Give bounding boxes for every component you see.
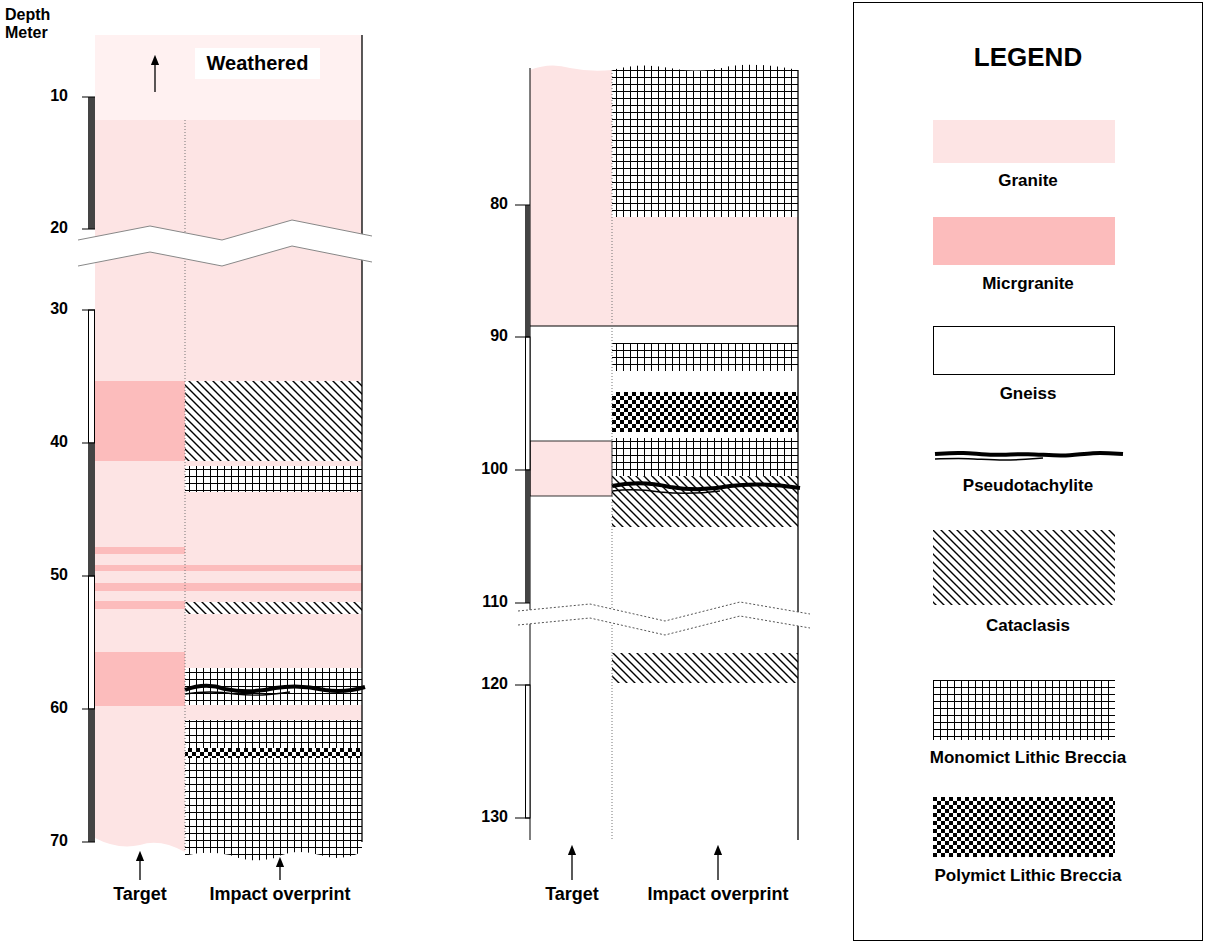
- pseudotachylite-vein: [612, 490, 720, 494]
- legend-sample: [933, 797, 1125, 857]
- depth-tick-label: 60: [10, 699, 68, 717]
- depth-tick-label: 40: [10, 433, 68, 451]
- pseudotachylite-sample: [935, 453, 1123, 456]
- depth-tick-label: 120: [450, 675, 508, 693]
- legend-label: Pseudotachylite: [873, 476, 1183, 496]
- granite-body: [530, 65, 612, 326]
- depth-tick-label: 80: [450, 195, 508, 213]
- up-arrow: [154, 60, 155, 92]
- depth-tick-label: 100: [450, 460, 508, 478]
- pattern-sample: [933, 530, 1115, 605]
- depth-tick-label: 130: [450, 808, 508, 826]
- column-label: Impact overprint: [630, 884, 806, 905]
- scale-bar: [526, 685, 531, 818]
- micrgranite-band: [95, 652, 185, 706]
- legend-swatch: [933, 326, 1115, 375]
- pseudotachylite-vein: [612, 483, 800, 489]
- weathered-zone: [95, 35, 362, 120]
- up-arrow: [717, 850, 718, 880]
- scale-break: [78, 246, 372, 266]
- monomict-band: [612, 343, 798, 371]
- legend-label: Cataclasis: [873, 616, 1183, 636]
- column-label: Weathered: [195, 48, 320, 79]
- depth-tick-label: 10: [10, 87, 68, 105]
- column-left: [78, 35, 372, 880]
- legend-label: Granite: [873, 171, 1183, 191]
- column-label: Impact overprint: [195, 884, 365, 905]
- micrgranite-band: [95, 601, 185, 609]
- column-border: [797, 70, 798, 840]
- up-arrow: [139, 856, 140, 880]
- scale-break: [518, 602, 810, 621]
- column-label: Target: [90, 884, 190, 905]
- depth-tick-label: 20: [10, 219, 68, 237]
- scale-break: [518, 602, 810, 635]
- scale-break: [78, 220, 372, 266]
- pattern-sample: [933, 797, 1115, 857]
- cataclasis-band: [185, 381, 362, 461]
- micrgranite-band: [95, 547, 185, 554]
- micrgranite-band: [95, 583, 362, 591]
- legend-sample: [933, 440, 1125, 470]
- scale-bar: [526, 337, 531, 470]
- depth-tick-label: 70: [10, 832, 68, 850]
- micrgranite-band: [95, 565, 362, 571]
- polymict-band: [185, 748, 362, 758]
- granite-body: [612, 217, 798, 326]
- legend-sample: [933, 680, 1125, 740]
- column-border: [361, 35, 362, 842]
- polymict-band: [612, 392, 798, 432]
- scale-break: [78, 220, 372, 240]
- scale-bar: [525, 205, 530, 337]
- legend-label: Monomict Lithic Breccia: [873, 748, 1183, 768]
- column-divider: [185, 120, 186, 850]
- micrgranite-band: [95, 381, 185, 461]
- granite-lens: [530, 441, 612, 496]
- scale-bar: [89, 576, 95, 709]
- scale-tick: [82, 97, 95, 842]
- scale-bar: [88, 97, 95, 229]
- depth-tick-label: 110: [450, 593, 508, 611]
- pseudotachylite-vein: [185, 686, 365, 692]
- scale-break: [518, 616, 810, 635]
- monomict-band: [612, 65, 798, 217]
- column-label: Target: [522, 884, 622, 905]
- up-arrow: [279, 862, 280, 880]
- column-divider: [612, 70, 613, 840]
- scale-tick: [515, 205, 530, 818]
- cataclasis-band: [612, 653, 798, 683]
- legend-title: LEGEND: [854, 43, 1202, 73]
- depth-tick-label: 90: [450, 327, 508, 345]
- legend-label: Micrgranite: [873, 274, 1183, 294]
- monomict-band: [185, 466, 362, 492]
- depth-tick-label: 50: [10, 566, 68, 584]
- pseudotachylite-vein: [185, 692, 290, 695]
- column-right: [515, 65, 810, 880]
- depth-tick-label: 30: [10, 300, 68, 318]
- scale-bar: [89, 310, 95, 443]
- legend-swatch: [933, 120, 1115, 163]
- legend-swatch: [933, 217, 1115, 265]
- legend-label: Polymict Lithic Breccia: [873, 866, 1183, 886]
- monomict-band: [185, 720, 362, 860]
- pattern-sample: [933, 680, 1115, 740]
- cataclasis-band: [185, 602, 362, 614]
- scale-bar: [88, 443, 95, 576]
- legend-label: Gneiss: [873, 384, 1183, 404]
- up-arrow: [571, 850, 572, 880]
- pseudotachylite-sample: [935, 458, 1043, 460]
- legend-sample: [933, 530, 1125, 605]
- scale-bar: [525, 470, 530, 603]
- axis-title: Depth Meter: [5, 6, 65, 43]
- scale-bar: [88, 709, 95, 842]
- monomict-band: [612, 438, 798, 476]
- contact-line: [530, 326, 798, 327]
